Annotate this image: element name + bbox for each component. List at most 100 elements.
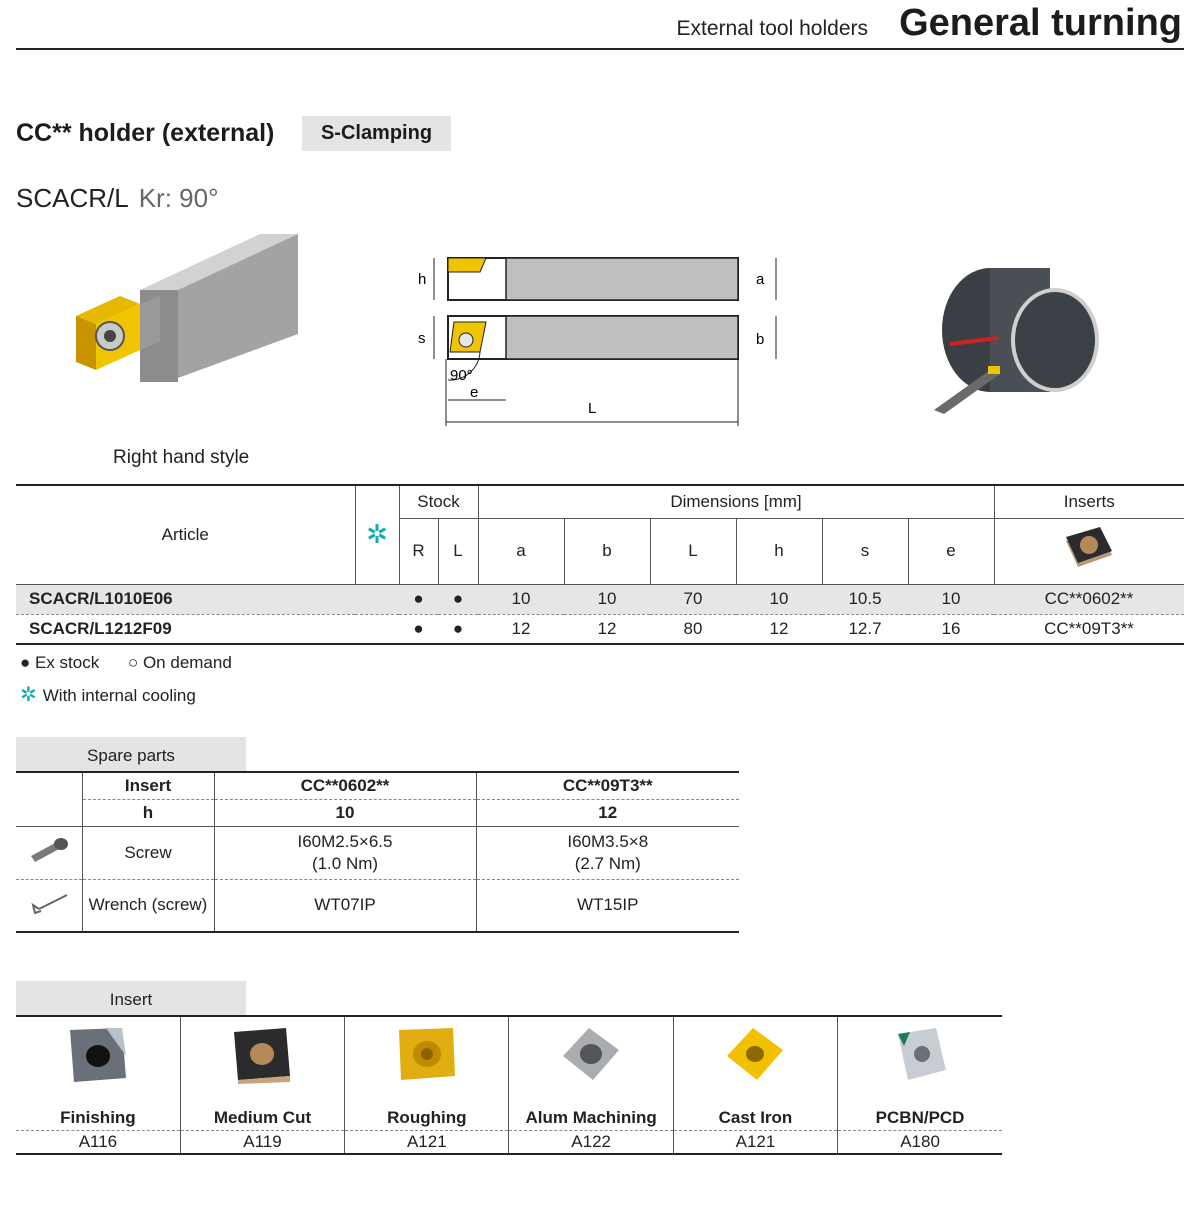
dim-label-e: e [470, 384, 478, 401]
legend-cooling: With internal cooling [42, 686, 196, 705]
dim-s: 10.5 [822, 583, 908, 615]
dim-b: 12 [564, 614, 650, 645]
page-header: External tool holders General turning [16, 0, 1184, 50]
col-dimensions: Dimensions [mm] [477, 484, 994, 519]
col-e: e [907, 518, 994, 585]
wrench-spec-2: WT15IP [475, 879, 739, 933]
insert-code: A121 [672, 1130, 838, 1155]
dim-b: 10 [564, 583, 650, 615]
insert-code: A121 [344, 1130, 509, 1155]
legend-ex-stock: ● Ex stock [20, 653, 100, 672]
col-l: L [437, 518, 478, 585]
insert-section-label: Insert [16, 981, 246, 1015]
dim-h: 12 [736, 614, 822, 645]
insert-finishing-icon [16, 1015, 181, 1108]
insert-name: Finishing [16, 1108, 181, 1131]
cooling-legend: ✲ With internal cooling [20, 682, 196, 707]
product-code: SCACR/L Kr: 90° [16, 183, 218, 214]
legend-on-demand: ○ On demand [127, 653, 232, 672]
dim-a: 12 [478, 614, 564, 645]
spare-h-2: 12 [475, 799, 739, 827]
stock-l: ● [438, 614, 478, 645]
col-h: h [735, 518, 822, 585]
product-title: CC** holder (external) [16, 119, 275, 147]
stock-legend: ● Ex stock ○ On demand [20, 653, 256, 673]
insert-alum-machining-icon [508, 1015, 674, 1108]
col-article: Article [16, 484, 355, 585]
h-row-label: h [81, 799, 214, 827]
workpiece-image [934, 268, 1099, 414]
article-code: SCACR/L1212F09 [16, 614, 355, 645]
cooling-legend-icon: ✲ [20, 684, 37, 706]
col-b: b [563, 518, 650, 585]
blank-cell [16, 771, 82, 827]
dim-s: 12.7 [822, 614, 908, 645]
insert-thumbnail-icon [993, 518, 1184, 585]
spare-insert-1: CC**0602** [213, 771, 476, 800]
insert-name: Medium Cut [179, 1108, 345, 1131]
screw-label: Screw [81, 826, 214, 880]
article-code: SCACR/L1010E06 [16, 583, 355, 615]
dim-label-L: L [588, 400, 596, 417]
insert-roughing-icon [344, 1015, 509, 1108]
spare-parts-table: Insert CC**0602** CC**09T3** h 10 12 Scr… [16, 771, 739, 933]
hand-style-caption: Right hand style [113, 447, 250, 468]
tool-holder-image [76, 234, 298, 382]
screw-spec-2: I60M3.5×8(2.7 Nm) [475, 826, 739, 880]
insert-code: CC**0602** [994, 583, 1184, 615]
screw-size: I60M3.5×8 [567, 831, 649, 851]
insert-grades-table: Finishing Medium Cut Roughing Alum Machi… [16, 1015, 1002, 1155]
insert-name: Roughing [344, 1108, 509, 1131]
dimension-drawing: h a s b 90° e L [418, 257, 777, 426]
spare-parts-label: Spare parts [16, 737, 246, 771]
insert-code: A122 [508, 1130, 674, 1155]
kr-angle: Kr: 90° [138, 183, 219, 213]
screw-torque: (2.7 Nm) [574, 853, 641, 873]
dim-h: 10 [736, 583, 822, 615]
dim-label-s: s [418, 330, 426, 347]
spare-h-1: 10 [213, 799, 476, 827]
wrench-label: Wrench (screw) [81, 879, 214, 933]
cooling-cell [355, 583, 399, 615]
dim-label-h: h [418, 271, 426, 288]
table-row: SCACR/L1010E06 ● ● 10 10 70 10 10.5 10 C… [16, 583, 1184, 615]
dim-label-b: b [756, 331, 764, 348]
dim-L: 80 [650, 614, 736, 645]
insert-code: A119 [179, 1130, 345, 1155]
product-code-text: SCACR/L [16, 183, 129, 213]
insert-code: A180 [837, 1130, 1002, 1155]
header-subtitle: External tool holders [676, 17, 868, 40]
dim-e: 16 [908, 614, 994, 645]
cooling-cell [355, 614, 399, 645]
insert-code: CC**09T3** [994, 614, 1184, 645]
insert-medium-cut-icon [179, 1015, 345, 1108]
insert-code: A116 [16, 1130, 181, 1155]
screw-icon [16, 826, 82, 880]
insert-name: Alum Machining [508, 1108, 674, 1131]
col-a: a [477, 518, 564, 585]
stock-r: ● [399, 583, 438, 615]
dim-L: 70 [650, 583, 736, 615]
screw-size: I60M2.5×6.5 [297, 831, 393, 851]
col-stock: Stock [398, 484, 478, 519]
col-s: s [821, 518, 908, 585]
dim-e: 10 [908, 583, 994, 615]
dim-label-a: a [756, 271, 765, 288]
cooling-icon: ✲ [354, 484, 399, 585]
stock-r: ● [399, 614, 438, 645]
wrench-icon [16, 879, 82, 933]
insert-row-label: Insert [81, 771, 214, 800]
insert-pcbn-icon [837, 1015, 1002, 1108]
insert-name: PCBN/PCD [837, 1108, 1002, 1131]
screw-torque: (1.0 Nm) [311, 853, 379, 873]
article-table: Article ✲ Stock Dimensions [mm] Inserts … [16, 484, 1184, 645]
insert-name: Cast Iron [672, 1108, 838, 1131]
dim-a: 10 [478, 583, 564, 615]
col-r: R [398, 518, 438, 585]
col-L: L [649, 518, 736, 585]
stock-l: ● [438, 583, 478, 615]
dim-label-angle: 90° [450, 367, 473, 384]
header-title: General turning [899, 2, 1182, 44]
col-inserts: Inserts [993, 484, 1184, 519]
table-row: SCACR/L1212F09 ● ● 12 12 80 12 12.7 16 C… [16, 614, 1184, 645]
